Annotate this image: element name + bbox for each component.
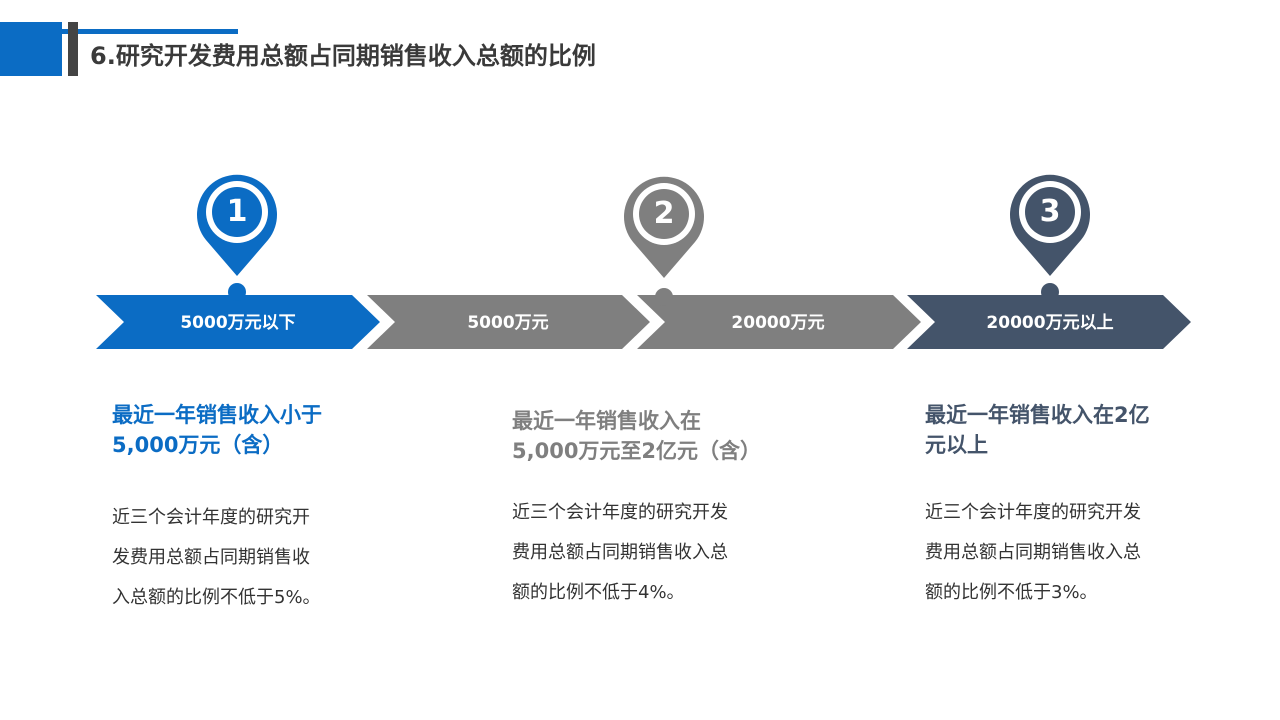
map-pin-icon (197, 174, 277, 276)
tier-description-line: 入总额的比例不低于5%。 (112, 587, 321, 608)
page-title: 6.研究开发费用总额占同期销售收入总额的比例 (90, 42, 596, 70)
tier-description-line: 近三个会计年度的研究开发 (512, 502, 728, 523)
tier-description-line: 发费用总额占同期销售收 (112, 547, 310, 568)
tier-description-3: 近三个会计年度的研究开发 费用总额占同期销售收入总 额的比例不低于3%。 (925, 493, 1195, 613)
tier-column-1: 最近一年销售收入小于 5,000万元（含） 近三个会计年度的研究开 发费用总额占… (112, 400, 382, 618)
tier-heading-1: 最近一年销售收入小于 5,000万元（含） (112, 400, 382, 460)
chevron-label-4: 20000万元以上 (986, 313, 1114, 333)
tier-heading-line: 最近一年销售收入在2亿 (925, 403, 1150, 427)
tier-heading-line: 最近一年销售收入小于 (112, 403, 322, 427)
chevron-label-2: 5000万元 (467, 313, 549, 333)
tier-description-line: 额的比例不低于4%。 (512, 582, 685, 603)
tier-description-line: 近三个会计年度的研究开 (112, 507, 310, 528)
chevron-segment-1 (96, 295, 380, 349)
tier-description-line: 近三个会计年度的研究开发 (925, 502, 1141, 523)
pin-anchor-dot-1 (228, 283, 246, 301)
pin-anchor-dot-2 (655, 288, 673, 306)
tier-heading-line: 元以上 (925, 433, 988, 457)
tier-heading-line: 5,000万元至2亿元（含） (512, 439, 762, 463)
tier-description-line: 费用总额占同期销售收入总 (512, 542, 728, 563)
map-pin-2: 2 (619, 172, 709, 282)
chevron-label-1: 5000万元以下 (180, 313, 296, 333)
header-divider-bar (68, 22, 78, 76)
tier-description-1: 近三个会计年度的研究开 发费用总额占同期销售收 入总额的比例不低于5%。 (112, 498, 382, 618)
tier-description-line: 费用总额占同期销售收入总 (925, 542, 1141, 563)
chevron-segment-4 (907, 295, 1191, 349)
map-pin-3: 3 (1005, 170, 1095, 280)
pin-anchor-dot-3 (1041, 283, 1059, 301)
pin-number-2: 2 (653, 196, 675, 231)
pin-number-3: 3 (1039, 194, 1061, 229)
map-pin-1: 1 (192, 170, 282, 280)
chevron-label-3: 20000万元 (731, 313, 825, 333)
tier-description-line: 额的比例不低于3%。 (925, 582, 1098, 603)
tier-heading-line: 最近一年销售收入在 (512, 409, 701, 433)
tier-column-2: 最近一年销售收入在 5,000万元至2亿元（含） 近三个会计年度的研究开发 费用… (512, 406, 782, 613)
tier-heading-3: 最近一年销售收入在2亿 元以上 (925, 400, 1195, 460)
tier-description-2: 近三个会计年度的研究开发 费用总额占同期销售收入总 额的比例不低于4%。 (512, 493, 782, 613)
chevron-segment-3 (637, 295, 921, 349)
tier-heading-2: 最近一年销售收入在 5,000万元至2亿元（含） (512, 406, 782, 466)
map-pin-icon (1010, 174, 1090, 276)
tier-heading-line: 5,000万元（含） (112, 433, 284, 457)
tier-column-3: 最近一年销售收入在2亿 元以上 近三个会计年度的研究开发 费用总额占同期销售收入… (925, 400, 1195, 613)
pin-number-1: 1 (226, 194, 248, 229)
map-pin-icon (624, 176, 704, 278)
chevron-segment-2 (367, 295, 650, 349)
header-accent-line (0, 29, 238, 34)
